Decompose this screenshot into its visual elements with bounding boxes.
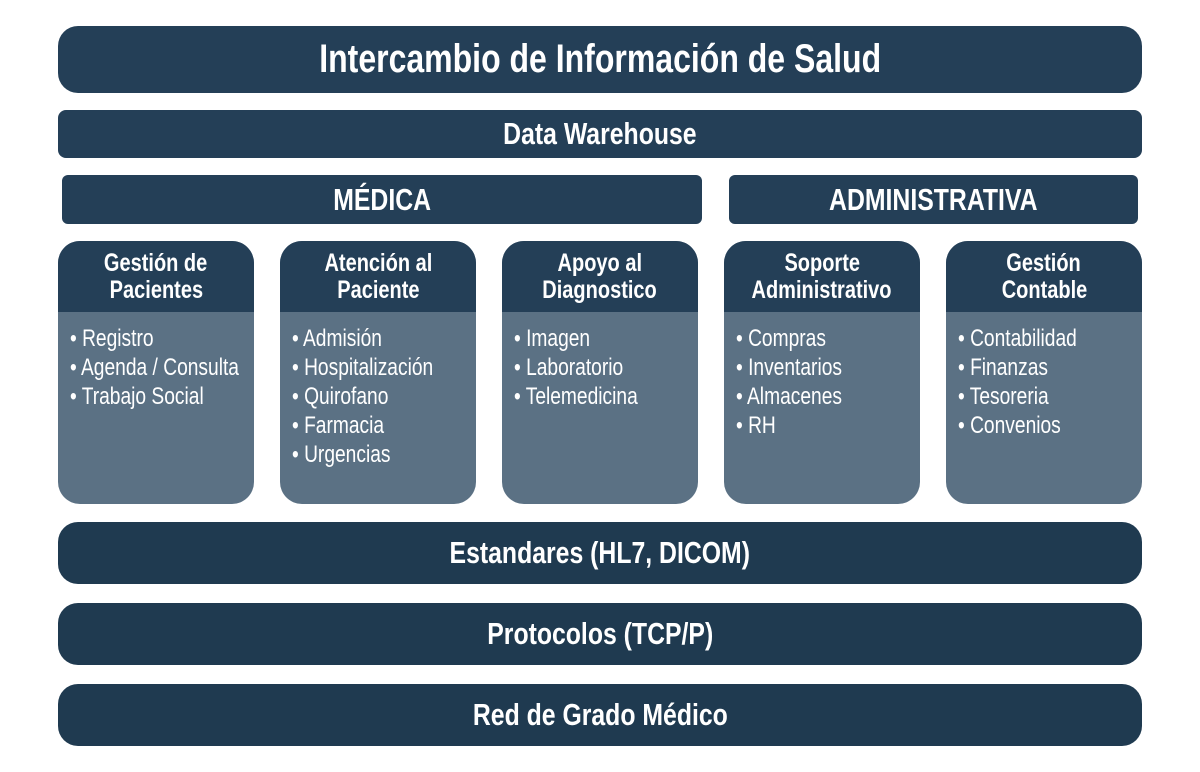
list-item-label: • Tesoreria <box>958 383 1049 410</box>
list-item-label: • Contabilidad <box>958 325 1077 352</box>
administrativa-section: ADMINISTRATIVA <box>729 175 1138 224</box>
list-item-label: • Telemedicina <box>514 383 638 410</box>
list-item-label: • Hospitalización <box>292 354 434 381</box>
protocols-layer: Protocolos (TCP/P) <box>58 603 1142 665</box>
protocols-label: Protocolos (TCP/P) <box>487 616 713 651</box>
item-text: Compras <box>748 325 826 352</box>
item-text: Trabajo Social <box>81 383 204 410</box>
module-title-line: Gestión de <box>104 248 208 277</box>
list-item-label: • Laboratorio <box>514 354 624 381</box>
item-text: Imagen <box>526 325 591 352</box>
module-items: • Imagen• Laboratorio• Telemedicina <box>502 312 698 411</box>
item-text: Tesoreria <box>969 383 1049 410</box>
item-text: Registro <box>82 325 154 352</box>
list-item-label: • Almacenes <box>736 383 842 410</box>
list-item: • Contabilidad <box>958 324 1142 353</box>
list-item: • Registro <box>70 324 254 353</box>
module-title-line: Soporte <box>784 248 860 277</box>
network-label: Red de Grado Médico <box>472 697 728 732</box>
network-layer: Red de Grado Médico <box>58 684 1142 746</box>
module-title-line: Contable <box>1001 275 1087 304</box>
list-item-label: • Registro <box>70 325 154 352</box>
module-title-line: Diagnostico <box>542 275 658 304</box>
list-item: • Laboratorio <box>514 353 698 382</box>
list-item-label: • Imagen <box>514 325 591 352</box>
data-warehouse-layer: Data Warehouse <box>58 110 1142 158</box>
module-title-line: Atención al <box>324 248 432 277</box>
item-text: Finanzas <box>970 354 1048 381</box>
module-title-line: Paciente <box>336 275 420 304</box>
list-item: • Quirofano <box>292 382 476 411</box>
item-text: Admisión <box>303 325 382 352</box>
list-item-label: • Finanzas <box>958 354 1048 381</box>
list-item-label: • Agenda / Consulta <box>70 354 239 381</box>
list-item: • Hospitalización <box>292 353 476 382</box>
list-item: • Compras <box>736 324 920 353</box>
item-text: Agenda / Consulta <box>81 354 239 381</box>
module-title-line: Administrativo <box>751 275 893 304</box>
hie-layer: Intercambio de Información de Salud <box>58 26 1142 93</box>
item-text: Quirofano <box>304 383 389 410</box>
list-item-label: • Admisión <box>292 325 382 352</box>
list-item: • Convenios <box>958 411 1142 440</box>
item-text: Urgencias <box>304 441 391 468</box>
list-item: • Almacenes <box>736 382 920 411</box>
module-items: • Contabilidad• Finanzas• Tesoreria• Con… <box>946 312 1142 440</box>
module-items: • Compras• Inventarios• Almacenes• RH <box>724 312 920 440</box>
medica-section: MÉDICA <box>62 175 702 224</box>
list-item: • Agenda / Consulta <box>70 353 254 382</box>
module-title-line: Pacientes <box>109 275 203 304</box>
hie-title: Intercambio de Información de Salud <box>319 37 881 81</box>
item-text: Farmacia <box>304 412 385 439</box>
module-title-line: Apoyo al <box>557 248 643 277</box>
list-item-label: • RH <box>736 412 776 439</box>
list-item: • Inventarios <box>736 353 920 382</box>
module-title-line: Gestión <box>1006 248 1082 277</box>
item-text: Contabilidad <box>970 325 1077 352</box>
medica-label: MÉDICA <box>333 181 431 217</box>
module-items: • Admisión• Hospitalización• Quirofano• … <box>280 312 476 469</box>
item-text: RH <box>748 412 776 439</box>
list-item: • Farmacia <box>292 411 476 440</box>
list-item: • Telemedicina <box>514 382 698 411</box>
data-warehouse-label: Data Warehouse <box>503 116 697 151</box>
list-item: • Finanzas <box>958 353 1142 382</box>
item-text: Convenios <box>970 412 1061 439</box>
list-item: • Imagen <box>514 324 698 353</box>
list-item-label: • Trabajo Social <box>70 383 204 410</box>
list-item-label: • Urgencias <box>292 441 391 468</box>
item-text: Inventarios <box>748 354 842 381</box>
list-item-label: • Quirofano <box>292 383 389 410</box>
list-item: • Admisión <box>292 324 476 353</box>
standards-layer: Estandares (HL7, DICOM) <box>58 522 1142 584</box>
list-item: • RH <box>736 411 920 440</box>
list-item-label: • Farmacia <box>292 412 385 439</box>
list-item-label: • Inventarios <box>736 354 842 381</box>
list-item: • Trabajo Social <box>70 382 254 411</box>
list-item: • Urgencias <box>292 440 476 469</box>
list-item-label: • Compras <box>736 325 826 352</box>
list-item-label: • Convenios <box>958 412 1061 439</box>
item-text: Hospitalización <box>304 354 434 381</box>
module-items: • Registro• Agenda / Consulta• Trabajo S… <box>58 312 254 411</box>
list-item: • Tesoreria <box>958 382 1142 411</box>
item-text: Almacenes <box>747 383 842 410</box>
item-text: Telemedicina <box>525 383 638 410</box>
administrativa-label: ADMINISTRATIVA <box>829 181 1038 217</box>
standards-label: Estandares (HL7, DICOM) <box>449 535 751 570</box>
item-text: Laboratorio <box>526 354 624 381</box>
